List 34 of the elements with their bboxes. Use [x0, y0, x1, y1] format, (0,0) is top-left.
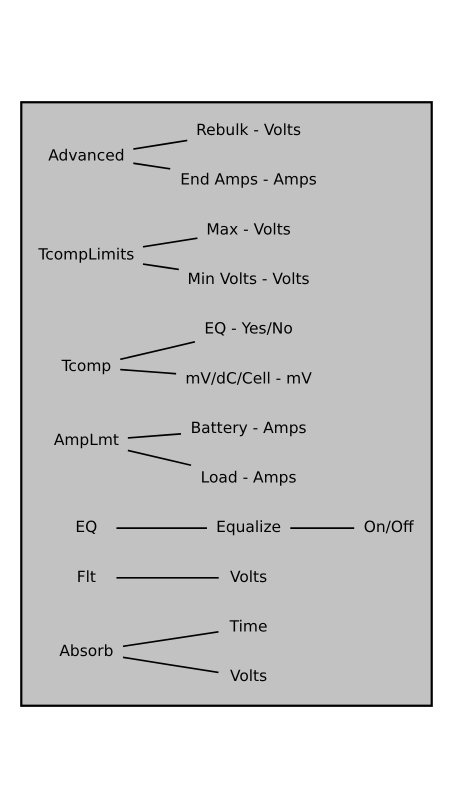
node-text: Flt — [76, 568, 96, 586]
node-text: Rebulk - Volts — [196, 121, 302, 140]
node-text: EQ — [75, 518, 98, 536]
node-text: Max - Volts — [206, 220, 291, 238]
connector — [290, 527, 354, 529]
node-text: Equalize — [216, 518, 282, 536]
node-text: Advanced — [48, 146, 125, 164]
node-text: Load - Amps — [200, 468, 296, 487]
node-text: TcompLimits — [38, 246, 134, 264]
connector — [128, 433, 182, 439]
node-text: Battery - Amps — [190, 418, 307, 437]
connector — [142, 237, 198, 248]
node-text: Volts — [230, 568, 268, 586]
node-text: Time — [230, 618, 268, 636]
node-text: EQ - Yes/No — [204, 320, 293, 338]
node-text: Min Volts - Volts — [188, 270, 310, 288]
node-text: On/Off — [364, 518, 414, 536]
connector — [116, 576, 219, 579]
connector — [128, 450, 192, 466]
connector — [142, 263, 179, 270]
connector — [122, 631, 219, 648]
connector — [122, 656, 219, 674]
node-text: Tcomp — [62, 357, 112, 376]
node-text: Absorb — [59, 642, 114, 660]
connector — [133, 140, 188, 150]
node-text: Volts — [230, 667, 268, 686]
cluster — [20, 101, 433, 707]
node-text: AmpLmt — [54, 431, 119, 450]
connector — [120, 368, 176, 375]
connector — [133, 162, 170, 170]
node-text: End Amps - Amps — [180, 170, 317, 189]
node-text: mV/dC/Cell - mV — [185, 369, 312, 388]
connector — [120, 341, 196, 360]
connector — [116, 527, 207, 529]
